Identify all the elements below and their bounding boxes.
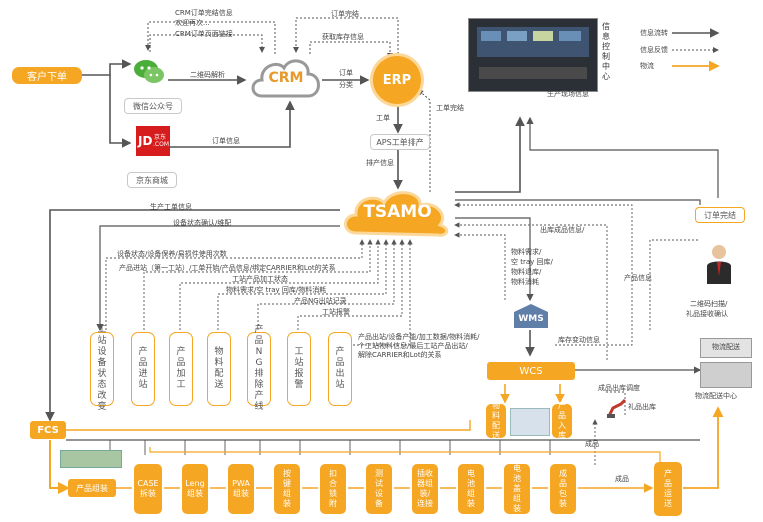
feedback-label-5: 产品NG出站记录 <box>294 297 347 305</box>
jd-logo: JD 京东 .COM <box>136 126 170 156</box>
gift-out-label: 礼品出库 <box>628 403 656 411</box>
wechat-icon <box>133 58 165 86</box>
line-box-5: 扣合锁附 <box>320 464 346 514</box>
stock-change-label: 库存变动信息 <box>558 336 600 344</box>
qr-scan-label: 二维码扫描/ <box>690 300 728 308</box>
out-finished-label: 出库成品信息/ <box>540 226 585 234</box>
line-box-10: 成品包装 <box>550 464 576 514</box>
jd-logo-sub2: .COM <box>153 141 169 148</box>
feedback-label-4: 物料需求/空 tray 回库/物料消耗 <box>226 286 327 294</box>
wechat-label: 微信公众号 <box>124 98 182 114</box>
line-box-2: Leng组装 <box>182 464 208 514</box>
tsamo-cloud: TSAMO <box>340 185 455 240</box>
out-schedule-label: 成品出库调度 <box>598 384 640 392</box>
feedback-label-3: 工站产品加工状态 <box>232 275 288 283</box>
station-box-5: 产品NG排除产线 <box>247 325 271 412</box>
info-center-label: 信息控制中心 <box>602 22 610 81</box>
crm-info-label: CRM订单完结信息 <box>175 9 233 17</box>
device-confirm-label: 设备状态确认/维配 <box>173 219 232 227</box>
control-room-image <box>468 18 598 92</box>
tsamo-label: TSAMO <box>363 202 432 222</box>
line-box-7: 插收器组装/连接 <box>412 464 438 514</box>
station-box-4: 物料配送 <box>207 332 231 406</box>
legend-feedback: 信息反馈 <box>640 46 668 54</box>
legend-flow: 信息流转 <box>640 29 668 37</box>
wcs-material-delivery: 物料配送 <box>486 401 506 440</box>
feedback-label-7: 产品出站/设备产能/加工数据/物料消耗/ <box>358 333 480 341</box>
crm-cloud: CRM <box>248 52 324 102</box>
order-info-label: 订单信息 <box>212 137 240 145</box>
finished-label-2: 成品 <box>615 475 629 483</box>
qr-parse-label: 二维码解析 <box>190 71 225 79</box>
truck-image <box>700 338 752 358</box>
customer-order-node: 客户下单 <box>12 67 82 84</box>
gift-confirm-label: 礼品接收确认 <box>686 310 728 318</box>
scene-info-label: 生产现场信息 <box>547 90 589 98</box>
logistics-truck-label: 物流配送 <box>712 343 740 351</box>
feedback-label-9: 解除CARRIER和Lot的关系 <box>358 351 442 359</box>
jd-label: 京东商城 <box>127 172 177 188</box>
wms-node: WMS <box>510 302 552 330</box>
crm-page-label: CRM订单页面链接 <box>175 30 233 38</box>
wcs-node: WCS <box>487 362 575 380</box>
station-box-7: 产品出站 <box>328 332 352 406</box>
mat-req-label-3: 物料退库/ <box>511 268 542 276</box>
crm-label: CRM <box>268 70 304 86</box>
order-class-label2: 分类 <box>339 81 353 89</box>
legend-material: 物流 <box>640 62 654 70</box>
station-box-2: 产品进站 <box>131 332 155 406</box>
line-box-4: 按键组装 <box>274 464 300 514</box>
work-done-label: 工单完结 <box>436 104 464 112</box>
finished-label-1: 成品 <box>585 440 599 448</box>
mat-req-label-2: 空 tray 回库/ <box>511 258 553 266</box>
person-icon <box>705 244 733 284</box>
mat-req-label-1: 物料需求/ <box>511 248 542 256</box>
station-box-6: 工站报警 <box>287 332 311 406</box>
robot-arm-icon <box>605 398 629 418</box>
wcs-product-storage: 产品入库 <box>552 401 572 440</box>
feedback-label-1: 设备状态/设备保养/易损件使用次数 <box>117 250 227 258</box>
jd-logo-sub1: 京东 <box>154 134 167 141</box>
welcome-label: 欢迎再次... <box>175 19 210 27</box>
warehouse-rack-image <box>510 408 550 436</box>
fcs-node: FCS <box>30 421 66 439</box>
erp-node: ERP <box>373 56 421 104</box>
line-box-1: CASE拆装 <box>134 464 162 514</box>
aps-box: APS工单排产 <box>370 134 430 150</box>
station-box-3: 产品加工 <box>169 332 193 406</box>
prod-order-label: 生产工单信息 <box>150 203 192 211</box>
line-box-11: 产品运送 <box>654 462 682 516</box>
logistics-center-label: 物流配送中心 <box>695 392 737 400</box>
mat-req-label-4: 物料消耗 <box>511 278 539 286</box>
wms-label: WMS <box>518 314 544 324</box>
line-box-9: 电池盖组装 <box>504 464 530 514</box>
product-assembly-box: 产品组装 <box>68 479 116 497</box>
schedule-info-label: 排产信息 <box>366 159 394 167</box>
order-done-top-label: 订单完结 <box>331 10 359 18</box>
feedback-label-8: 个工站物料信息/最后工站产品出站/ <box>358 342 468 350</box>
order-done-box: 订单完结 <box>695 207 745 223</box>
line-box-3: PWA组装 <box>228 464 254 514</box>
station-box-1: 工站设备状态改变 <box>90 325 114 412</box>
order-class-label: 订单 <box>339 69 353 77</box>
product-info-label: 产品信息 <box>624 274 652 282</box>
line-box-8: 电池组装 <box>458 464 484 514</box>
feedback-label-6: 工站报警 <box>322 308 350 316</box>
assembly-line-image <box>60 450 122 468</box>
line-box-6: 测试设备 <box>366 464 392 514</box>
feedback-label-2: 产品进站（第一工站）/工单开始/产品信息/绑定CARRIER和Lot的关系 <box>119 264 336 272</box>
get-stock-label: 获取库存信息 <box>322 33 364 41</box>
work-order-label: 工单 <box>376 114 390 122</box>
warehouse-image <box>700 362 752 388</box>
jd-logo-text: JD <box>138 134 153 148</box>
